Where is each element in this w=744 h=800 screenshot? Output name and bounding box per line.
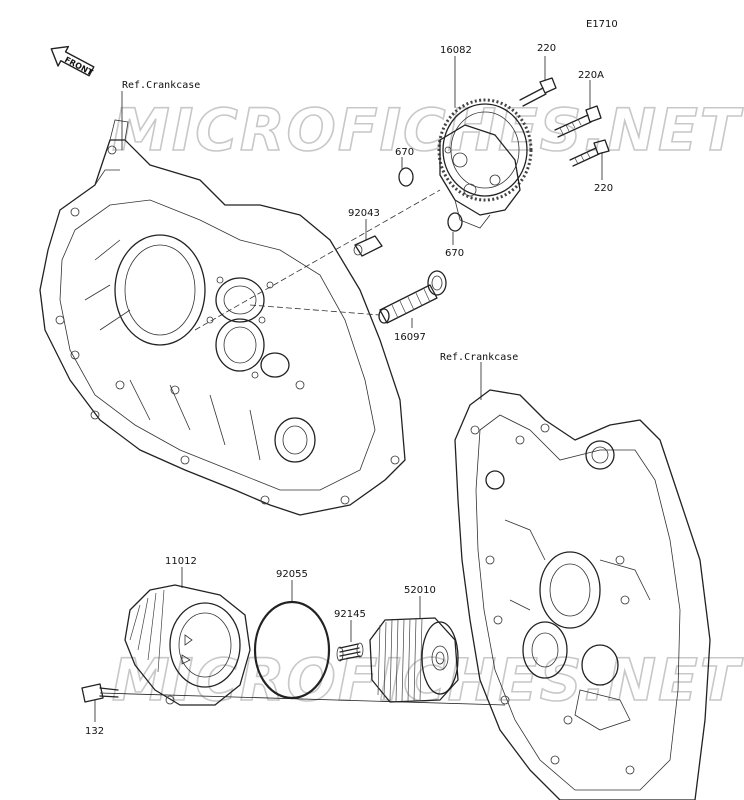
front-arrow-icon: FRONT bbox=[50, 45, 95, 78]
oil-strainer-16097 bbox=[378, 270, 447, 324]
callout-132: 132 bbox=[85, 726, 104, 737]
spring-92145 bbox=[336, 642, 364, 662]
watermark-upper: MICROFICHES.NET bbox=[112, 96, 744, 164]
diagram-code: E1710 bbox=[586, 19, 618, 30]
oring-670-lower bbox=[447, 212, 463, 232]
callout-92145: 92145 bbox=[334, 609, 366, 620]
bolt-132 bbox=[81, 683, 119, 703]
callout-16082: 16082 bbox=[440, 45, 472, 56]
callout-670-lower: 670 bbox=[445, 248, 464, 259]
callout-220-top: 220 bbox=[537, 43, 556, 54]
bolt-220-top bbox=[519, 77, 557, 107]
oring-670-upper bbox=[398, 167, 414, 187]
callout-92043: 92043 bbox=[348, 208, 380, 219]
callout-52010: 52010 bbox=[404, 585, 436, 596]
bolt-220a bbox=[554, 105, 602, 138]
lower-crankcase bbox=[454, 389, 711, 800]
callout-11012: 11012 bbox=[165, 556, 197, 567]
bolt-220-bottom bbox=[569, 139, 610, 167]
upper-crankcase bbox=[39, 119, 406, 516]
callout-220a: 220A bbox=[578, 70, 604, 81]
dowel-pin-92043 bbox=[353, 235, 383, 257]
callout-92055: 92055 bbox=[276, 569, 308, 580]
callout-16097: 16097 bbox=[394, 332, 426, 343]
filter-cover-11012 bbox=[124, 584, 251, 706]
oil-filter-52010 bbox=[369, 617, 459, 703]
callout-220-bottom: 220 bbox=[594, 183, 613, 194]
oil-pump-16082 bbox=[437, 98, 533, 229]
alignment-line-pump bbox=[194, 189, 441, 331]
callout-ref-crankcase-upper: Ref.Crankcase bbox=[122, 80, 200, 91]
callout-670-upper: 670 bbox=[395, 147, 414, 158]
alignment-line-strainer bbox=[249, 304, 381, 316]
callout-ref-crankcase-lower: Ref.Crankcase bbox=[440, 352, 518, 363]
alignment-line-cover bbox=[99, 692, 506, 706]
leader-lines bbox=[94, 56, 603, 722]
watermark-lower: MICROFICHES.NET bbox=[112, 646, 744, 714]
